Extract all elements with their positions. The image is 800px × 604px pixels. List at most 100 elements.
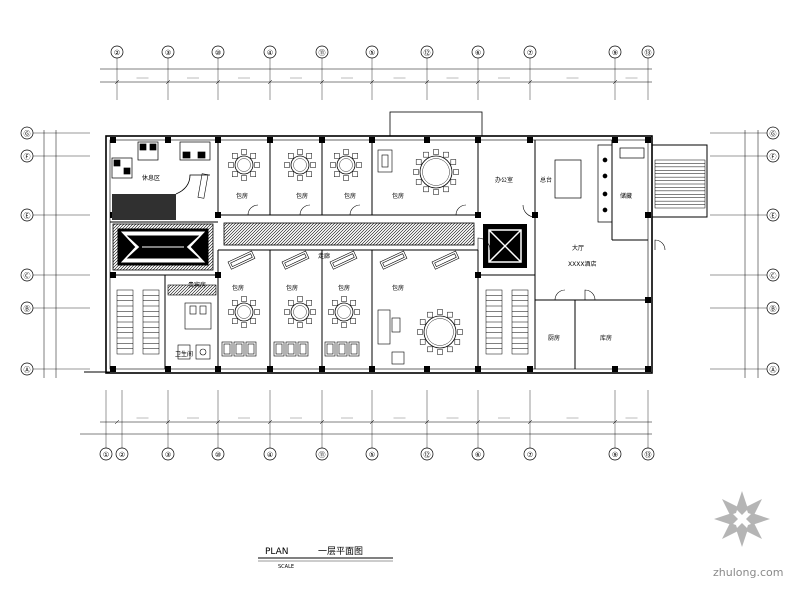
- grid-bubble-bottom: ④: [263, 447, 277, 461]
- svg-text:①: ①: [103, 451, 109, 459]
- grid-bubble-bottom: ②: [115, 447, 129, 461]
- grid-bubble-right: Ⓔ: [766, 208, 780, 222]
- building-outline: [84, 111, 708, 374]
- planter-area: [112, 194, 176, 220]
- dimension-text: [114, 77, 638, 425]
- round-table: [228, 296, 260, 328]
- room-label-private-7: 包房: [338, 284, 350, 292]
- room-label-warehouse: 库房: [600, 334, 612, 342]
- room-label-private-4: 包房: [392, 192, 404, 200]
- grid-bubble-bottom: ⑫: [420, 447, 434, 461]
- round-table: [330, 149, 362, 181]
- svg-text:⑩: ⑩: [215, 451, 221, 459]
- svg-text:⑨: ⑨: [612, 49, 618, 57]
- grid-bubble-top: ④: [263, 45, 277, 59]
- stairs: [116, 159, 706, 355]
- room-label-vip: 贵宾房: [188, 281, 206, 289]
- dining-tables: [228, 149, 463, 355]
- svg-text:⑪: ⑪: [319, 49, 326, 57]
- svg-text:Ⓔ: Ⓔ: [24, 212, 31, 220]
- watermark-site: zhulong.com: [713, 566, 783, 579]
- svg-text:⑪: ⑪: [319, 451, 326, 459]
- grid-bubble-bottom: ⑨: [608, 447, 622, 461]
- front-desk-area: [554, 144, 645, 223]
- round-table: [328, 296, 360, 328]
- grid-bubble-left: Ⓖ: [20, 126, 34, 140]
- grid-bubble-top: ⑥: [471, 45, 485, 59]
- grid-bubble-bottom: ③: [161, 447, 175, 461]
- grid-bubble-top: ⑤: [365, 45, 379, 59]
- svg-text:④: ④: [267, 451, 273, 459]
- svg-text:⑩: ⑩: [215, 49, 221, 57]
- sofa-sets: [221, 149, 460, 365]
- grid-bubble-bottom: ⑤: [365, 447, 379, 461]
- right-stair-x: [488, 229, 522, 263]
- round-table: [417, 309, 463, 355]
- grid-bubble-top: ⑩: [211, 45, 225, 59]
- corridor-hatch: [223, 222, 475, 246]
- grid-bubble-right: Ⓒ: [766, 268, 780, 282]
- lounge-furniture: [111, 141, 211, 179]
- svg-text:⑦: ⑦: [527, 49, 533, 57]
- room-label-front-desk: 总台: [540, 176, 552, 184]
- svg-text:②: ②: [119, 451, 125, 459]
- room-label-private-5: 包房: [232, 284, 244, 292]
- svg-text:Ⓒ: Ⓒ: [24, 272, 31, 280]
- svg-text:Ⓑ: Ⓑ: [770, 305, 777, 313]
- grid-bubble-top: ③: [161, 45, 175, 59]
- svg-text:⑬: ⑬: [645, 451, 652, 459]
- grid-bubble-top: ⑪: [315, 45, 329, 59]
- round-table: [228, 149, 260, 181]
- room-labels: 休息区 包房 包房 包房 包房 包房 包房 包房 包房 走廊 办公室 总台 储藏…: [142, 174, 632, 358]
- round-table: [284, 149, 316, 181]
- grid-bubble-left: Ⓔ: [20, 208, 34, 222]
- grid-bubble-bottom: ①: [99, 447, 113, 461]
- svg-text:⑤: ⑤: [369, 451, 375, 459]
- grid-bubble-top: ⑨: [608, 45, 622, 59]
- svg-text:Ⓖ: Ⓖ: [24, 130, 31, 138]
- svg-text:⑫: ⑫: [424, 451, 431, 459]
- room-label-toilet: 卫生间: [175, 350, 193, 358]
- svg-text:⑤: ⑤: [369, 49, 375, 57]
- room-label-lobby-sub: XXXX酒店: [568, 260, 596, 268]
- room-label-kitchen: 厨房: [548, 334, 560, 342]
- svg-text:Ⓐ: Ⓐ: [770, 366, 777, 374]
- scale-label: SCALE: [278, 564, 294, 570]
- drawing-title: PLAN 一层平面图 SCALE: [258, 546, 393, 570]
- grid-bubble-top: ②: [110, 45, 124, 59]
- room-label-private-1: 包房: [236, 192, 248, 200]
- room-label-lobby: 大厅: [572, 244, 584, 252]
- grid-bubble-bottom: ⑪: [315, 447, 329, 461]
- grid-bubble-bottom: ⑥: [471, 447, 485, 461]
- room-label-private-8: 包房: [392, 284, 404, 292]
- room-label-private-3: 包房: [344, 192, 356, 200]
- grid-bubble-top: ⑫: [420, 45, 434, 59]
- door-swings: [247, 204, 666, 301]
- svg-text:Ⓑ: Ⓑ: [24, 305, 31, 313]
- svg-text:④: ④: [267, 49, 273, 57]
- svg-text:⑨: ⑨: [612, 451, 618, 459]
- grid-bubble-top: ⑬: [641, 45, 655, 59]
- round-table: [413, 149, 459, 195]
- svg-text:⑬: ⑬: [645, 49, 652, 57]
- grid-bubble-bottom: ⑦: [523, 447, 537, 461]
- grid-bubble-left: Ⓒ: [20, 268, 34, 282]
- grid-bubble-right: Ⓑ: [766, 301, 780, 315]
- room-label-office: 办公室: [495, 176, 513, 184]
- grid-bubble-bottom: ⑩: [211, 447, 225, 461]
- svg-text:⑥: ⑥: [475, 451, 481, 459]
- round-table: [284, 296, 316, 328]
- toilet-fixtures: [167, 284, 217, 360]
- grid-bubble-right: Ⓖ: [766, 126, 780, 140]
- title-cn: 一层平面图: [318, 546, 363, 557]
- svg-text:⑫: ⑫: [424, 49, 431, 57]
- svg-text:②: ②: [114, 49, 120, 57]
- svg-text:Ⓖ: Ⓖ: [770, 130, 777, 138]
- svg-text:③: ③: [165, 451, 171, 459]
- room-label-private-2: 包房: [296, 192, 308, 200]
- svg-text:Ⓕ: Ⓕ: [770, 153, 777, 161]
- svg-text:⑥: ⑥: [475, 49, 481, 57]
